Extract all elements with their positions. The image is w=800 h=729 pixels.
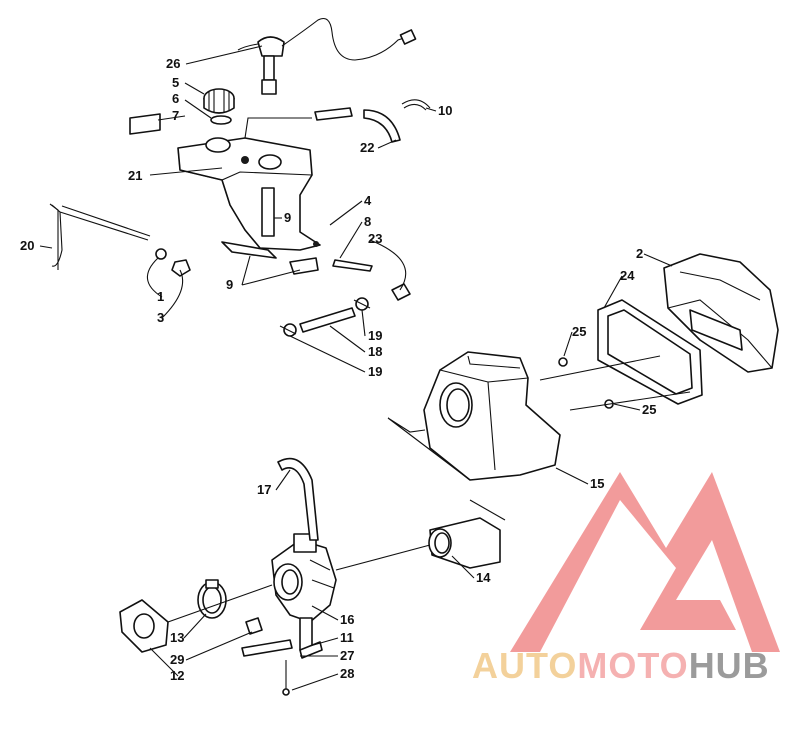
callout-20: 20 [20, 238, 34, 253]
decal [129, 113, 161, 135]
drain-screw [282, 688, 290, 696]
callout-6: 6 [172, 91, 179, 106]
intake-boot [428, 499, 506, 569]
callout-25b: 25 [642, 402, 656, 417]
callout-12: 12 [170, 668, 184, 683]
callout-23: 23 [368, 231, 382, 246]
fuel-line [279, 283, 411, 337]
drain-hose [241, 639, 293, 657]
callout-24: 24 [620, 268, 635, 283]
flange [119, 584, 273, 653]
callout-18: 18 [368, 344, 382, 359]
callout-8: 8 [364, 214, 371, 229]
fitting [245, 617, 263, 635]
leader-lines [39, 45, 673, 691]
callout-29: 29 [170, 652, 184, 667]
callout-1: 1 [157, 289, 164, 304]
watermark-logo: AUTOMOTOHUB [472, 472, 780, 686]
callout-27: 27 [340, 648, 354, 663]
callout-2: 2 [636, 246, 643, 261]
callout-9b: 9 [226, 277, 233, 292]
callout-labels: 26 5 6 7 10 22 21 4 9 8 23 20 9 1 3 19 1… [20, 56, 656, 683]
callout-19b: 19 [368, 364, 382, 379]
mount-pad [221, 241, 277, 259]
logo-mark [510, 472, 780, 652]
callout-16: 16 [340, 612, 354, 627]
intake-silencer [663, 253, 779, 373]
callout-28: 28 [340, 666, 354, 681]
callout-19: 19 [368, 328, 382, 343]
vent-hose-curved [363, 109, 401, 143]
callout-4: 4 [364, 193, 372, 208]
gasket [597, 299, 703, 405]
fuel-cap [203, 88, 235, 125]
vent-hose [314, 107, 353, 121]
mount-pad [289, 257, 319, 275]
fuel-hose [277, 457, 319, 541]
callout-21: 21 [128, 168, 142, 183]
air-box [423, 351, 561, 481]
callout-9: 9 [284, 210, 291, 225]
callout-17: 17 [257, 482, 271, 497]
callout-14: 14 [476, 570, 491, 585]
mount-bolt [332, 259, 373, 272]
watermark-moto: MOTO [577, 645, 688, 686]
watermark-hub: HUB [689, 645, 770, 686]
carburetor [271, 533, 431, 651]
callout-26: 26 [166, 56, 180, 71]
watermark-auto: AUTO [472, 645, 577, 686]
callout-5: 5 [172, 75, 179, 90]
support-rod [49, 203, 191, 277]
hose-clamp [401, 99, 431, 111]
watermark-text: AUTOMOTOHUB [472, 645, 770, 686]
screw [558, 357, 568, 367]
fuel-sender [237, 17, 417, 95]
callout-10: 10 [438, 103, 452, 118]
callout-22: 22 [360, 140, 374, 155]
callout-3: 3 [157, 310, 164, 325]
clamp [197, 579, 227, 619]
fuel-tank [177, 137, 321, 251]
callout-11: 11 [340, 630, 354, 645]
callout-15: 15 [590, 476, 604, 491]
callout-7: 7 [172, 108, 179, 123]
callout-13: 13 [170, 630, 184, 645]
callout-25: 25 [572, 324, 586, 339]
